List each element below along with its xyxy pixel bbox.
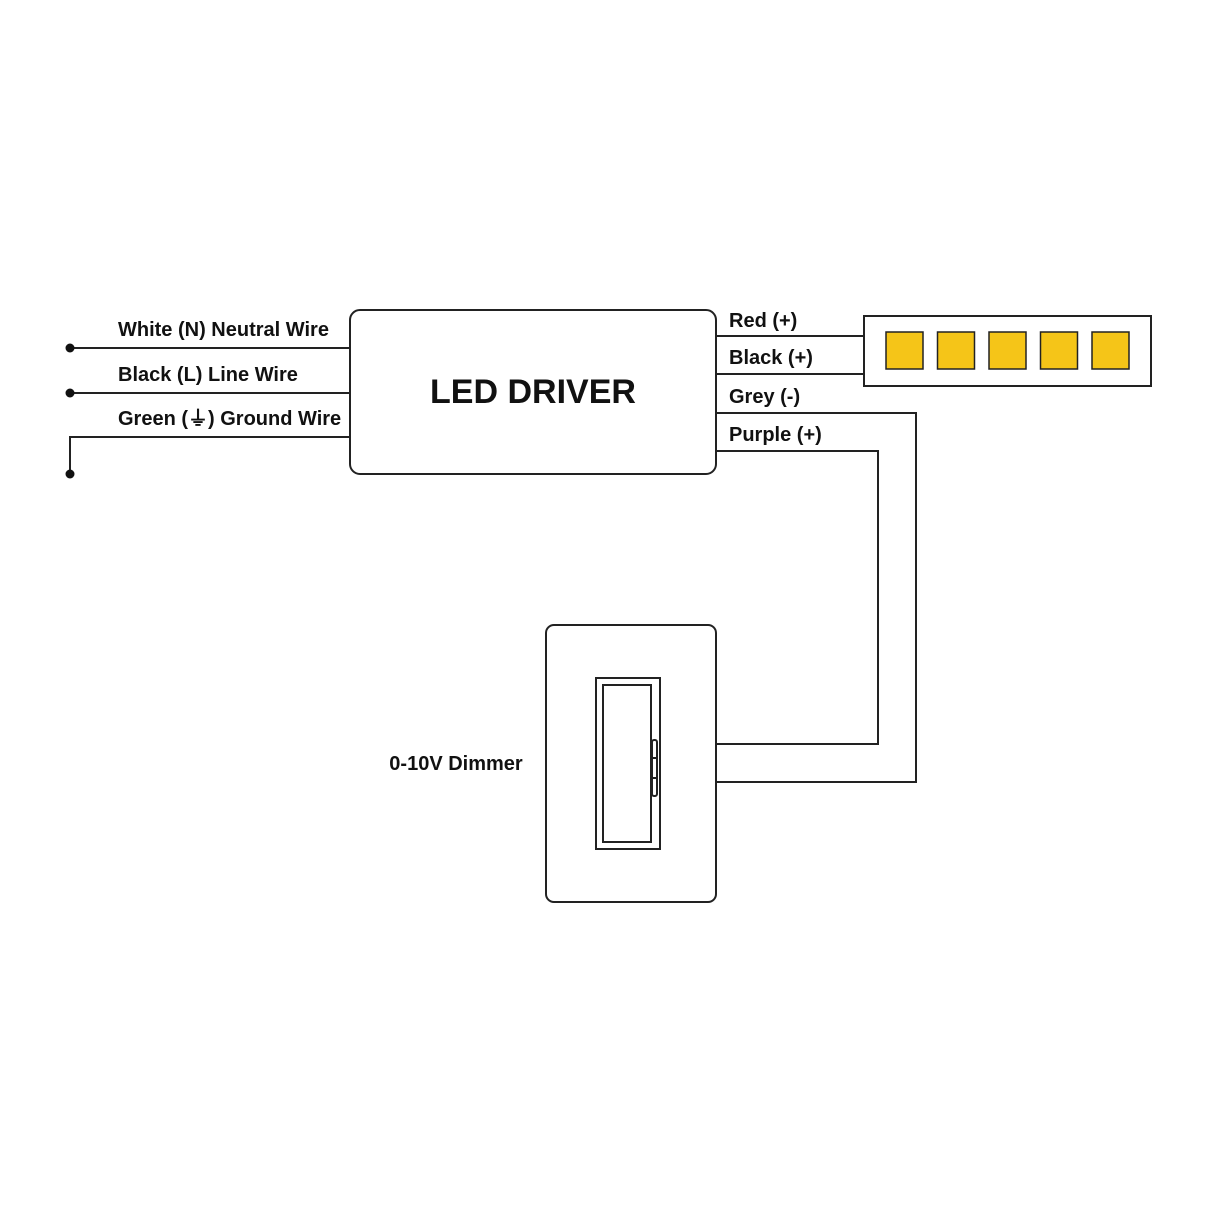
dimmer-label: 0-10V Dimmer	[389, 753, 523, 775]
red-wire-label: Red (+)	[729, 310, 797, 332]
purple-wire-label: Purple (+)	[729, 424, 822, 446]
grey-wire-label: Grey (-)	[729, 386, 800, 408]
input-wires: White (N) Neutral Wire Black (L) Line Wi…	[65, 319, 350, 479]
purple-wire-line	[716, 450, 879, 745]
led-chip	[1039, 331, 1079, 370]
dimmer: 0-10V Dimmer	[389, 624, 717, 903]
led-chip	[988, 331, 1027, 370]
output-wires: Red (+) Black (+) Grey (-) Purple (+)	[716, 310, 917, 783]
led-strip	[863, 315, 1152, 387]
led-driver-label: LED DRIVER	[430, 373, 636, 411]
neutral-wire-label: White (N) Neutral Wire	[118, 319, 329, 341]
led-chip	[1091, 331, 1130, 370]
black-wire-label: Black (+)	[729, 347, 813, 369]
led-driver-box	[349, 309, 717, 475]
ground-wire-terminal	[65, 469, 75, 479]
neutral-wire-terminal	[65, 343, 75, 353]
ground-wire-label: Green (⏚) Ground Wire	[118, 407, 341, 430]
dimmer-rocker	[602, 684, 652, 843]
led-driver: LED DRIVER	[349, 309, 717, 475]
dimmer-slider[interactable]	[651, 739, 658, 797]
line-wire-terminal	[65, 388, 75, 398]
line-wire-label: Black (L) Line Wire	[118, 364, 298, 386]
led-chips	[885, 331, 1130, 370]
ground-wire-line	[69, 436, 350, 474]
led-chip	[936, 331, 976, 370]
led-chip	[885, 331, 924, 370]
grey-wire-line	[716, 412, 917, 783]
